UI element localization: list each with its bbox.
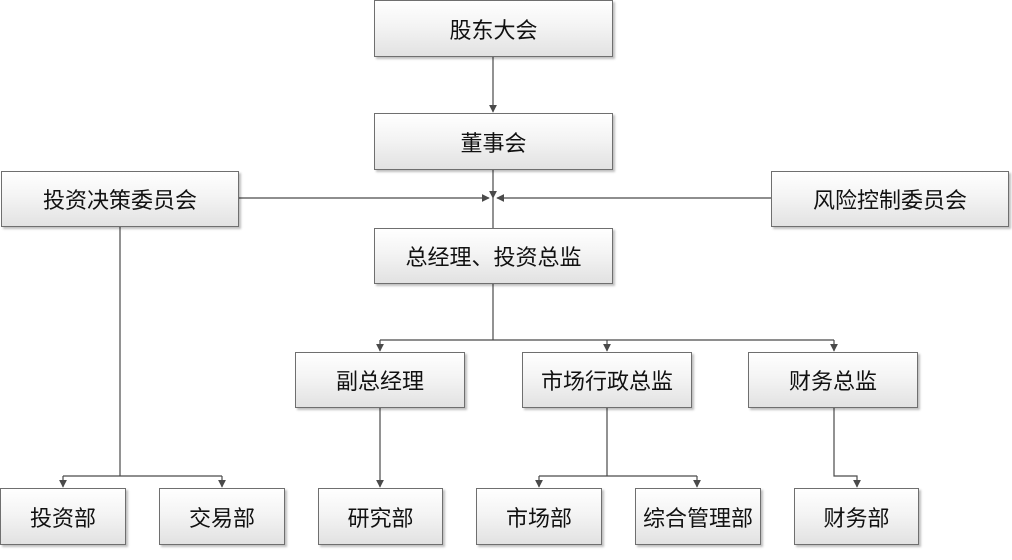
node-risk-committee: 风险控制委员会 bbox=[771, 171, 1009, 227]
node-investment-dept: 投资部 bbox=[0, 488, 126, 545]
connector-finance-director-to-finance-dept bbox=[833, 408, 861, 488]
node-research-dept: 研究部 bbox=[318, 488, 443, 545]
node-finance-director: 财务总监 bbox=[748, 352, 918, 408]
node-trading-dept: 交易部 bbox=[159, 488, 285, 545]
node-market-dept: 市场部 bbox=[476, 488, 602, 545]
node-finance-dept: 财务部 bbox=[794, 488, 919, 545]
node-market-admin-director: 市场行政总监 bbox=[522, 352, 692, 408]
node-shareholders-meeting: 股东大会 bbox=[374, 0, 613, 57]
node-general-mgmt-dept: 综合管理部 bbox=[635, 488, 761, 545]
node-deputy-gm: 副总经理 bbox=[295, 352, 465, 408]
node-board: 董事会 bbox=[374, 113, 613, 170]
node-investment-committee: 投资决策委员会 bbox=[1, 171, 239, 227]
node-gm-cio: 总经理、投资总监 bbox=[374, 228, 613, 284]
